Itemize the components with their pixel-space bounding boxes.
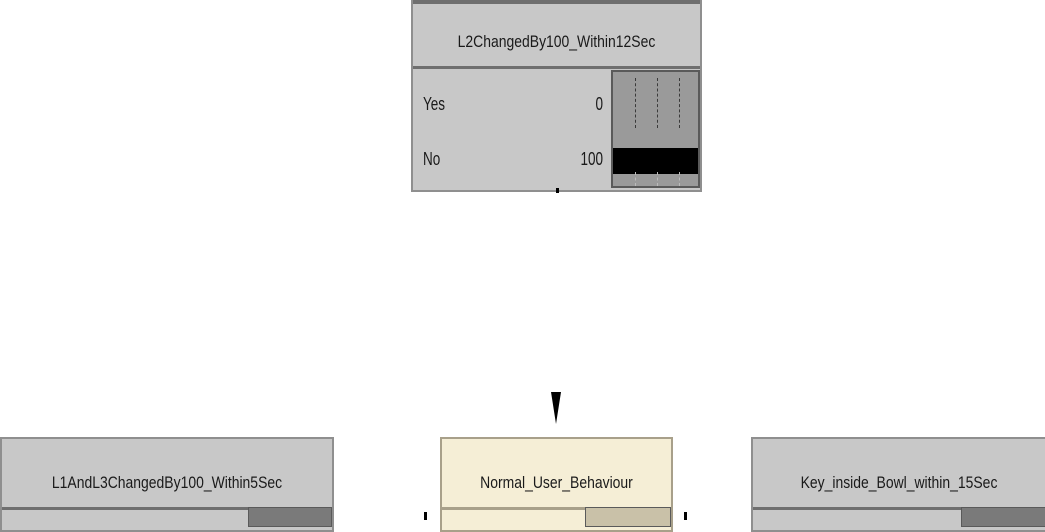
edge-connector [556, 188, 559, 193]
edge-marker [424, 512, 427, 520]
node-key-inside-bowl[interactable]: Key_inside_Bowl_within_15Sec [751, 437, 1045, 532]
state-value: 0 [595, 94, 603, 114]
node-title: Key_inside_Bowl_within_15Sec [800, 473, 998, 492]
node-l1andl3changed[interactable]: L1AndL3ChangedBy100_Within5Sec [0, 437, 334, 532]
grid-tick [679, 78, 680, 128]
node-title: Normal_User_Behaviour [480, 473, 633, 492]
node-divider [2, 507, 332, 510]
grid-tick [635, 172, 636, 186]
node-top-bar [413, 0, 700, 4]
node-divider [442, 507, 671, 510]
state-label: Yes [423, 94, 446, 114]
grid-tick [657, 172, 658, 186]
grid-tick [679, 172, 680, 186]
node-divider [753, 507, 1045, 510]
grid-tick [657, 78, 658, 128]
state-row-no: No 100 [413, 145, 603, 173]
bar-no [613, 148, 698, 174]
probability-bars [961, 507, 1045, 527]
bar-fill-no [613, 148, 698, 174]
probability-bars [611, 70, 700, 188]
arrowhead-icon [551, 392, 561, 424]
state-row-yes: Yes 0 [413, 90, 603, 118]
probability-bars [585, 507, 671, 527]
state-value: 100 [580, 149, 603, 169]
bar-yes [613, 78, 698, 124]
node-normal-user-behaviour[interactable]: Normal_User_Behaviour [440, 437, 673, 532]
probability-bars [248, 507, 332, 527]
node-title: L1AndL3ChangedBy100_Within5Sec [51, 473, 283, 492]
node-title: L2ChangedBy100_Within12Sec [457, 32, 656, 51]
node-divider [413, 66, 700, 69]
edge-marker [684, 512, 687, 520]
grid-tick [635, 78, 636, 128]
node-l2changed[interactable]: L2ChangedBy100_Within12Sec Yes 0 No 100 [411, 0, 702, 192]
state-label: No [423, 149, 441, 169]
